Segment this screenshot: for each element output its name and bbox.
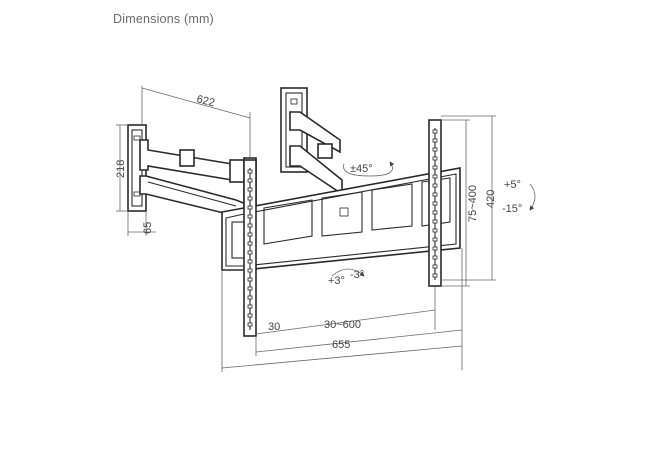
rail-hole (247, 259, 253, 264)
dim-wall-plate-depth (127, 211, 156, 236)
rail-hole (432, 147, 438, 152)
rail-hole (432, 165, 438, 170)
rail-hole (247, 304, 253, 309)
rail-hole (247, 277, 253, 282)
rail-hole (247, 286, 253, 291)
wall-plate-center (280, 87, 343, 196)
rail-holes (247, 129, 438, 327)
rail-hole (432, 183, 438, 188)
rail-hole (432, 156, 438, 161)
label-tilt-up: +5° (504, 179, 521, 191)
rail-hole (247, 178, 253, 183)
label-tilt-down: -15° (502, 203, 522, 215)
swivel-arrow (343, 161, 395, 177)
rail-hole (432, 174, 438, 179)
vertical-rail-left (243, 159, 257, 337)
upper-arm (139, 139, 247, 183)
rail-hole (247, 187, 253, 192)
dim-wall-plate-height (116, 124, 128, 212)
rail-hole (432, 129, 438, 134)
dim-rail-height (441, 115, 496, 281)
label-rail-height: 420 (485, 190, 497, 208)
label-total-width: 655 (332, 339, 350, 351)
diagram-title: Dimensions (mm) (113, 12, 214, 26)
rail-hole (247, 295, 253, 300)
rail-hole (432, 210, 438, 215)
rail-hole (432, 228, 438, 233)
rail-hole (432, 138, 438, 143)
label-level-minus: -3° (350, 269, 364, 281)
label-level-plus: +3° (328, 275, 345, 287)
rail-hole (247, 250, 253, 255)
dim-vesa-vertical (441, 119, 470, 287)
rail-hole (247, 169, 253, 174)
label-wall-plate-height: 218 (115, 160, 127, 178)
rail-hole (247, 232, 253, 237)
rail-hole (432, 237, 438, 242)
label-swivel: ±45° (350, 163, 373, 175)
level-arrow (331, 268, 365, 277)
rail-hole (247, 205, 253, 210)
rail-hole (432, 255, 438, 260)
dim-arm-extension (141, 86, 251, 158)
label-vesa-horizontal: 30~600 (324, 319, 361, 331)
rail-hole (247, 214, 253, 219)
rail-hole (432, 246, 438, 251)
rail-hole (247, 241, 253, 246)
rail-hole (432, 273, 438, 278)
rail-hole (247, 322, 253, 327)
rail-hole (247, 268, 253, 273)
label-arm-extension: 622 (195, 93, 216, 109)
label-offset-left: 30 (268, 321, 280, 333)
rail-hole (432, 219, 438, 224)
rail-hole (247, 313, 253, 318)
dim-horizontal (221, 248, 463, 372)
label-vesa-vertical: 75~400 (467, 185, 479, 222)
rail-hole (432, 201, 438, 206)
rail-hole (432, 264, 438, 269)
rail-hole (247, 196, 253, 201)
label-wall-plate-depth: 65 (142, 222, 154, 234)
tilt-arrow (529, 183, 536, 211)
rail-hole (247, 223, 253, 228)
rail-hole (432, 192, 438, 197)
